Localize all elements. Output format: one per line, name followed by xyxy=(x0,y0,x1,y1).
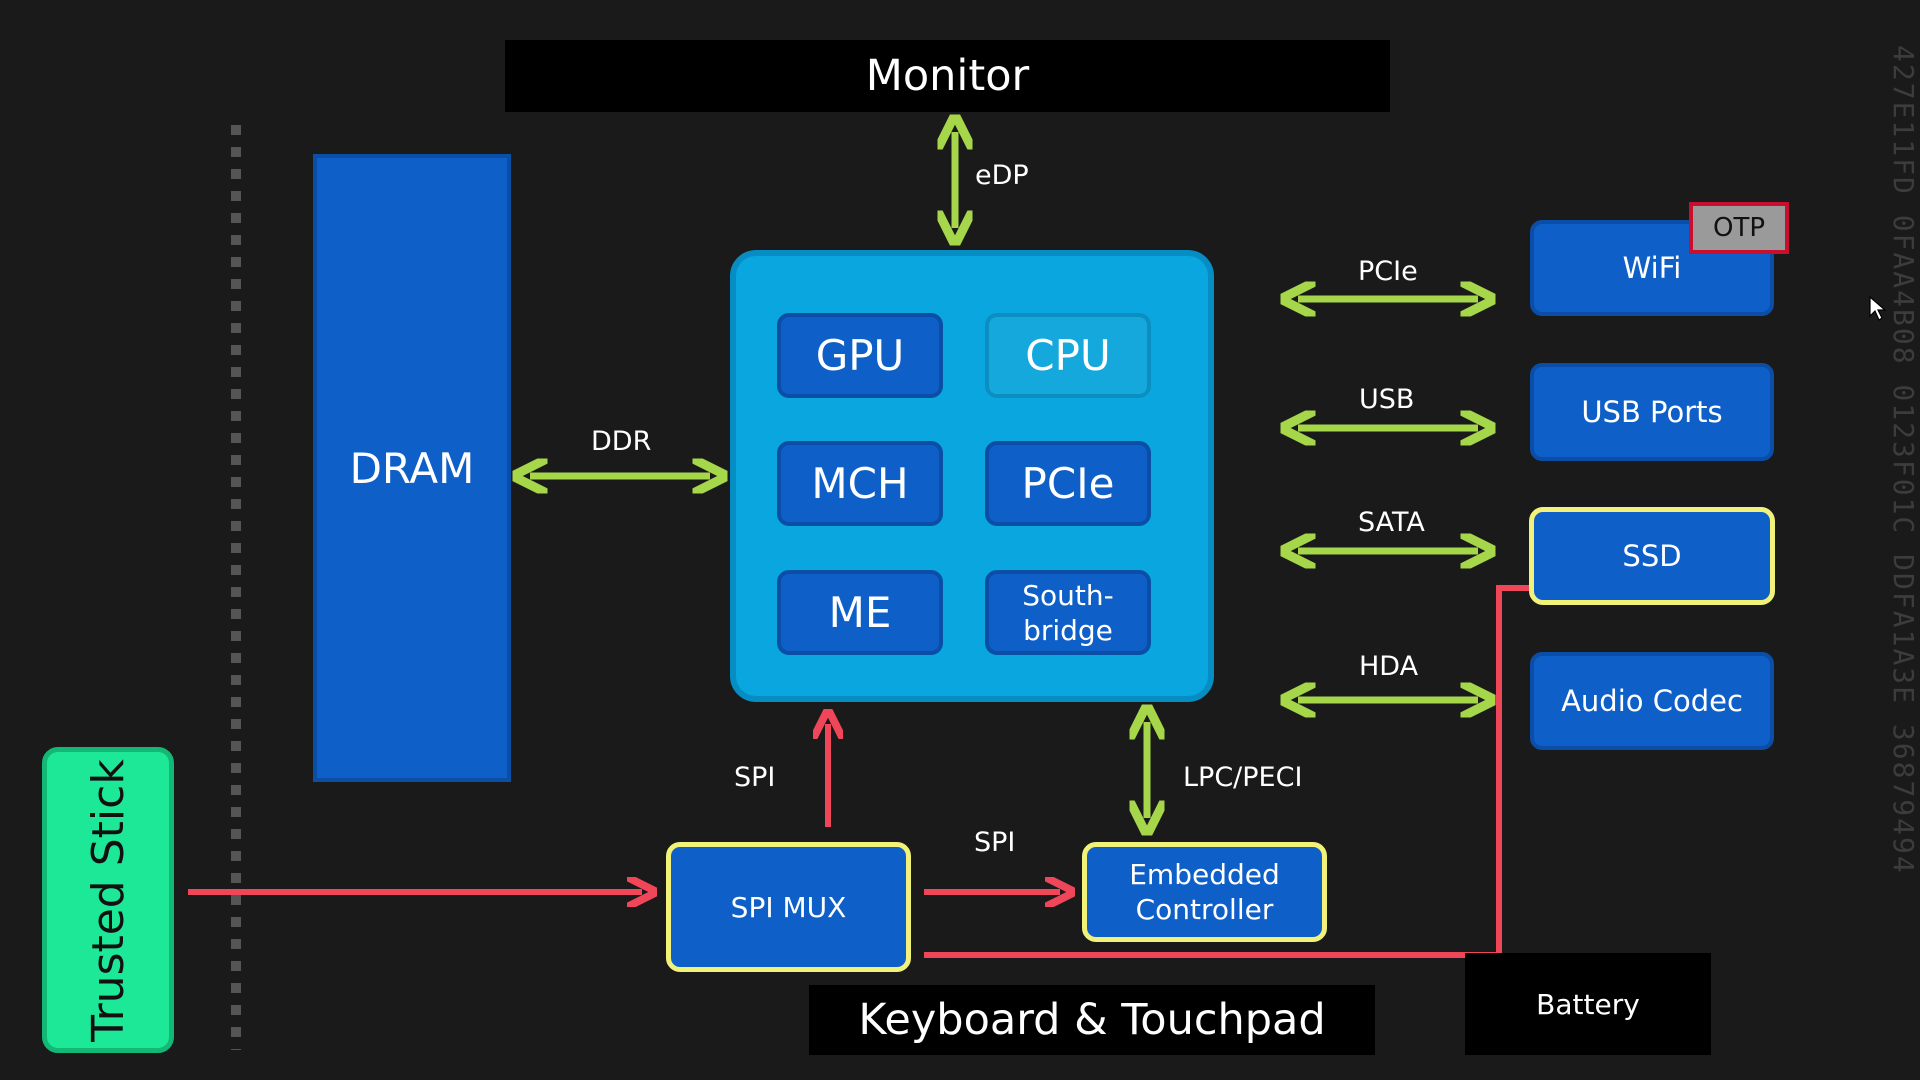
embedded-controller-label: Embedded Controller xyxy=(1129,858,1280,926)
audio-codec-block: Audio Codec xyxy=(1530,652,1774,750)
usb-ports-block: USB Ports xyxy=(1530,363,1774,461)
lpc-peci-label: LPC/PECI xyxy=(1183,762,1303,793)
edp-label: eDP xyxy=(975,160,1029,191)
trusted-stick-block: Trusted Stick xyxy=(42,747,174,1053)
usb-bus-label: USB xyxy=(1359,384,1415,415)
spi-mux-label: SPI MUX xyxy=(730,890,847,924)
embedded-controller-block: Embedded Controller xyxy=(1082,842,1327,942)
otp-badge: OTP xyxy=(1689,202,1789,254)
audio-codec-label: Audio Codec xyxy=(1561,684,1743,718)
spi-up-label: SPI xyxy=(734,762,776,793)
dram-label: DRAM xyxy=(349,443,475,493)
me-label: ME xyxy=(828,588,892,637)
spi-mux-block: SPI MUX xyxy=(666,842,911,972)
mch-chip: MCH xyxy=(777,441,943,526)
mch-label: MCH xyxy=(811,459,909,508)
usb-ports-label: USB Ports xyxy=(1581,395,1723,429)
keyboard-touchpad-block: Keyboard & Touchpad xyxy=(809,985,1375,1055)
pcie-bus-label: PCIe xyxy=(1358,256,1418,287)
monitor-block: Monitor xyxy=(505,40,1390,112)
southbridge-chip: South- bridge xyxy=(985,570,1151,655)
hda-bus-label: HDA xyxy=(1359,651,1419,682)
keyboard-touchpad-label: Keyboard & Touchpad xyxy=(858,995,1326,1045)
trusted-stick-label: Trusted Stick xyxy=(82,758,134,1042)
mouse-cursor-icon xyxy=(1869,296,1887,321)
ssd-label: SSD xyxy=(1622,539,1682,573)
monitor-label: Monitor xyxy=(865,51,1030,101)
cpu-chip: CPU xyxy=(985,313,1151,398)
ddr-label: DDR xyxy=(591,426,652,457)
spi-right-label: SPI xyxy=(974,827,1016,858)
wifi-label: WiFi xyxy=(1622,251,1682,285)
gpu-label: GPU xyxy=(815,331,905,380)
sata-bus-label: SATA xyxy=(1358,507,1425,538)
southbridge-label: South- bridge xyxy=(1022,578,1114,647)
ssd-block: SSD xyxy=(1529,507,1775,605)
pcie-chip-label: PCIe xyxy=(1021,459,1115,508)
hex-watermark: 427E11FD 0FAA4B08 0123F01C DDFA1A3E 3687… xyxy=(1887,45,1920,875)
gpu-chip: GPU xyxy=(777,313,943,398)
battery-label: Battery xyxy=(1536,987,1640,1021)
dram-block: DRAM xyxy=(313,154,511,782)
wifi-block: WiFi xyxy=(1530,220,1774,316)
otp-label: OTP xyxy=(1712,213,1766,243)
me-chip: ME xyxy=(777,570,943,655)
battery-block: Battery xyxy=(1465,953,1711,1055)
cpu-label: CPU xyxy=(1025,331,1111,380)
pcie-chip: PCIe xyxy=(985,441,1151,526)
